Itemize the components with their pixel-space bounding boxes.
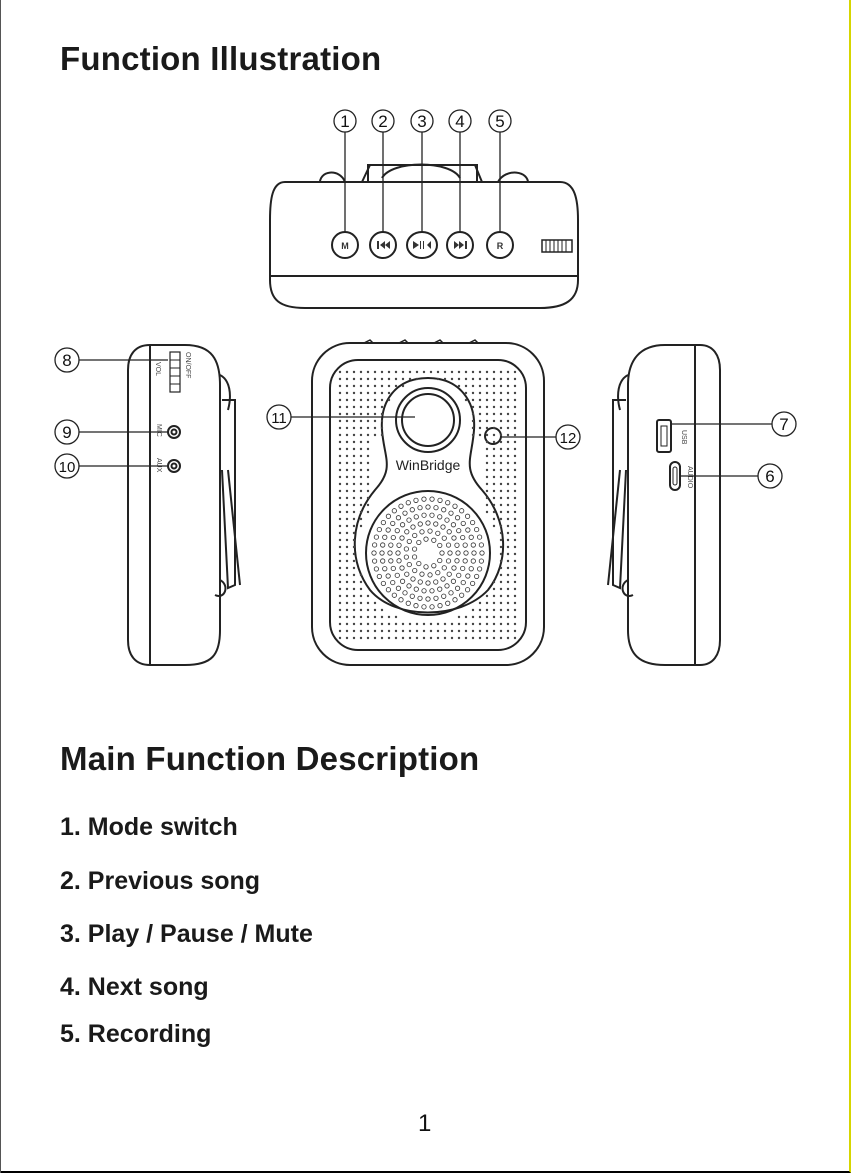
page-number: 1 bbox=[418, 1110, 431, 1138]
callout-6-number: 6 bbox=[765, 467, 774, 486]
main-function-description-heading: Main Function Description bbox=[60, 740, 479, 778]
mic-label: MIC bbox=[155, 424, 162, 437]
function-item-3: 3. Play / Pause / Mute bbox=[60, 920, 313, 949]
right-side-view bbox=[608, 345, 720, 665]
callout-9-number: 9 bbox=[62, 423, 71, 442]
audio-label: AUDIO bbox=[686, 466, 693, 489]
brand-logo: WinBridge bbox=[396, 457, 461, 473]
function-item-1: 1. Mode switch bbox=[60, 813, 238, 842]
top-view bbox=[270, 165, 578, 309]
callout-11-number: 11 bbox=[271, 410, 287, 427]
vol-label: VOL bbox=[154, 362, 161, 376]
function-item-4: 4. Next song bbox=[60, 973, 209, 1002]
record-button-label: R bbox=[497, 241, 504, 251]
function-item-2: 2. Previous song bbox=[60, 867, 260, 896]
callout-7-number: 7 bbox=[779, 415, 788, 434]
callout-1-number: 1 bbox=[340, 112, 349, 131]
function-item-5: 5. Recording bbox=[60, 1020, 211, 1049]
callout-4-number: 4 bbox=[455, 112, 464, 131]
device-illustration: M R 1 2 3 4 5 bbox=[0, 0, 851, 720]
mode-button-label: M bbox=[341, 241, 349, 251]
callout-12-number: 12 bbox=[560, 430, 577, 447]
usb-label: USB bbox=[680, 430, 687, 445]
callout-8-number: 8 bbox=[62, 351, 71, 370]
on-off-label: ON/OFF bbox=[184, 352, 191, 378]
left-side-view bbox=[128, 345, 240, 665]
callout-3-number: 3 bbox=[417, 112, 426, 131]
callout-10-number: 10 bbox=[59, 459, 76, 476]
callout-2-number: 2 bbox=[378, 112, 387, 131]
callout-5-number: 5 bbox=[495, 112, 504, 131]
